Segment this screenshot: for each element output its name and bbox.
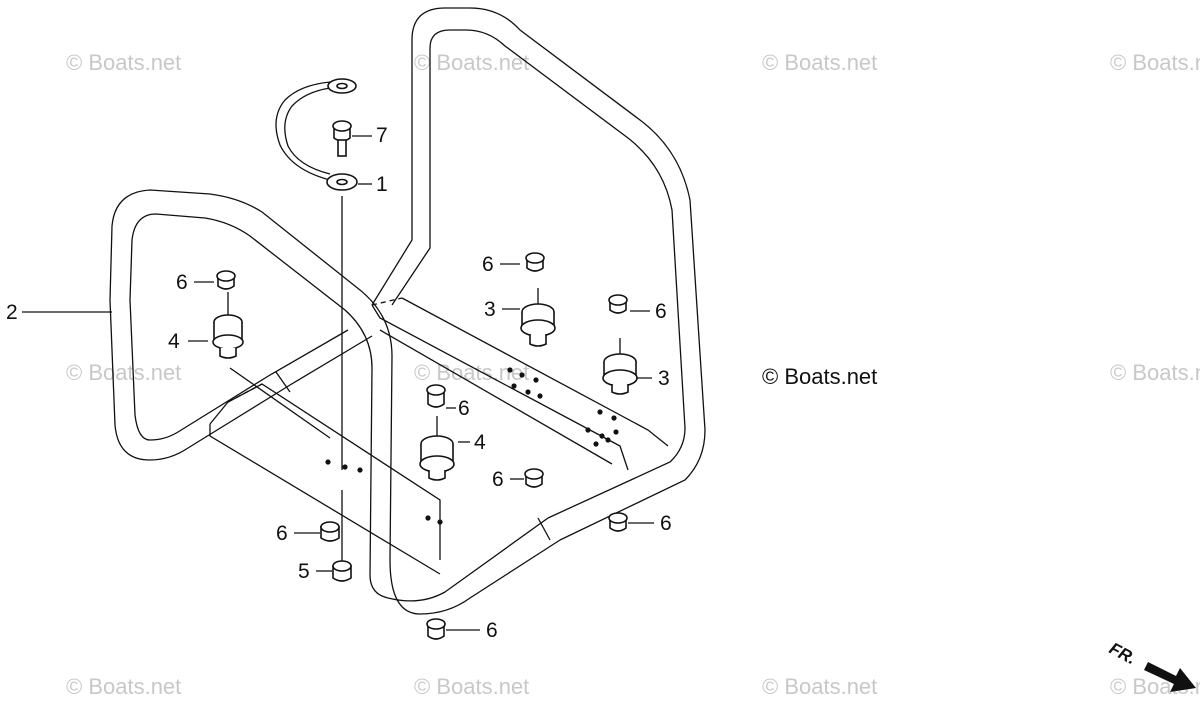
nut-icon bbox=[216, 252, 628, 640]
rubber-mount-icon bbox=[212, 292, 244, 359]
watermark: © Boats.net bbox=[66, 360, 181, 385]
callout-6: 6 bbox=[492, 468, 504, 491]
callouts: 2 7 1 6 4 6 3 6 3 6 4 6 6 6 5 6 bbox=[6, 124, 672, 642]
callout-6: 6 bbox=[276, 522, 288, 545]
rubber-mount-icon bbox=[520, 288, 556, 347]
callout-7: 7 bbox=[376, 124, 388, 147]
watermark-main: © Boats.net bbox=[762, 364, 877, 389]
watermark: © Boats.net bbox=[414, 674, 529, 699]
callout-1: 1 bbox=[376, 173, 388, 196]
watermark: © Boats.net bbox=[66, 50, 181, 75]
callout-6: 6 bbox=[660, 512, 672, 535]
callout-2: 2 bbox=[6, 301, 18, 324]
watermark: © Boats.net bbox=[1110, 360, 1200, 385]
front-label: FR. bbox=[1106, 639, 1139, 669]
watermark: © Boats.net bbox=[762, 674, 877, 699]
arrow-right-icon bbox=[1144, 662, 1196, 692]
callout-6: 6 bbox=[655, 300, 667, 323]
callout-5: 5 bbox=[298, 560, 310, 583]
frame bbox=[109, 7, 706, 615]
callout-6: 6 bbox=[482, 253, 494, 276]
callout-6: 6 bbox=[458, 397, 470, 420]
callout-3: 3 bbox=[658, 367, 670, 390]
callout-4: 4 bbox=[474, 431, 486, 454]
watermark: © Boats.net bbox=[66, 674, 181, 699]
bolt-icon bbox=[332, 120, 352, 157]
callout-6: 6 bbox=[486, 619, 498, 642]
watermark: © Boats.net bbox=[414, 360, 529, 385]
callout-4: 4 bbox=[168, 330, 180, 353]
base-plate-holes bbox=[325, 367, 619, 525]
callout-6: 6 bbox=[176, 271, 188, 294]
rubber-mount-icon bbox=[602, 338, 638, 395]
grounding-wire bbox=[275, 78, 358, 191]
watermark: © Boats.net bbox=[762, 50, 877, 75]
callout-3: 3 bbox=[484, 298, 496, 321]
leader-lines bbox=[22, 135, 654, 631]
watermark: © Boats.net bbox=[1110, 50, 1200, 75]
rubber-mount-icon bbox=[419, 416, 455, 481]
watermark: © Boats.net bbox=[414, 50, 529, 75]
